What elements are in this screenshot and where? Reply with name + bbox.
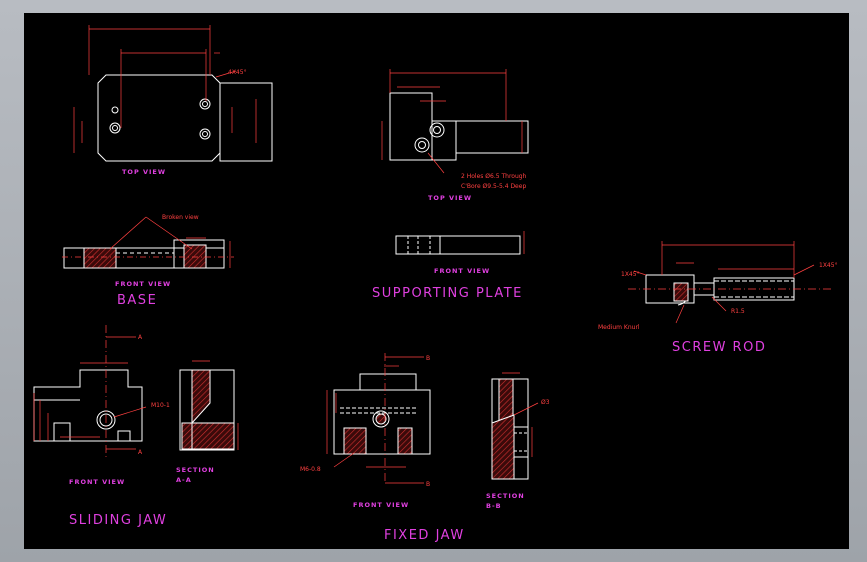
sliding-front-view-label: FRONT VIEW xyxy=(69,478,126,486)
screw-rod-view xyxy=(628,241,832,324)
section-b-top-label: B xyxy=(426,355,430,362)
plate-top-view xyxy=(381,69,529,174)
fixed-thread-note: M6-0.8 xyxy=(300,466,321,473)
sliding-jaw-title: SLIDING JAW xyxy=(69,513,168,528)
fixed-jaw-title: FIXED JAW xyxy=(384,528,465,543)
section-a-top-label: A xyxy=(138,334,143,341)
fixed-section-label-2: B-B xyxy=(486,502,502,510)
rod-radius-note: R1.5 xyxy=(731,308,745,315)
sliding-jaw-front-view xyxy=(33,325,147,458)
plate-front-view-label: FRONT VIEW xyxy=(434,267,491,275)
fixed-jaw-front-view xyxy=(326,353,431,484)
sliding-thread-note: M10-1 xyxy=(151,402,170,409)
screw-rod-title: SCREW ROD xyxy=(672,340,767,355)
section-b-bottom-label: B xyxy=(426,481,430,488)
section-a-bottom-label: A xyxy=(138,449,143,456)
fixed-jaw-section xyxy=(491,372,539,480)
base-front-view-label: FRONT VIEW xyxy=(115,280,172,288)
fixed-dia-note: Ø3 xyxy=(541,399,550,406)
fixed-front-view-label: FRONT VIEW xyxy=(353,501,410,509)
base-front-view xyxy=(62,216,234,269)
broken-view-note: Broken view xyxy=(162,214,199,221)
supporting-plate-title: SUPPORTING PLATE xyxy=(372,286,523,301)
fixed-section-label-1: SECTION xyxy=(486,492,525,500)
drawing-sheet: 4X45° Broken view 2 Holes Ø6.5 Through C… xyxy=(24,13,849,549)
base-top-view xyxy=(73,25,273,162)
base-title: BASE xyxy=(117,293,158,308)
sliding-jaw-section xyxy=(179,360,239,451)
base-chamfer-note: 4X45° xyxy=(228,69,247,76)
plate-holes-note-1: 2 Holes Ø6.5 Through xyxy=(461,173,527,180)
plate-top-view-label: TOP VIEW xyxy=(428,194,473,202)
sliding-section-label-1: SECTION xyxy=(176,466,215,474)
base-top-view-label: TOP VIEW xyxy=(122,168,167,176)
plate-front-view xyxy=(395,231,525,255)
rod-chamfer-right-note: 1X45° xyxy=(819,262,838,269)
rod-chamfer-left-note: 1X45° xyxy=(621,271,640,278)
drawing-canvas: 4X45° Broken view 2 Holes Ø6.5 Through C… xyxy=(33,25,838,488)
rod-knurl-note: Medium Knurl xyxy=(598,324,640,331)
sliding-section-label-2: A-A xyxy=(176,476,192,484)
plate-holes-note-2: C'Bore Ø9.5-5.4 Deep xyxy=(461,183,526,190)
